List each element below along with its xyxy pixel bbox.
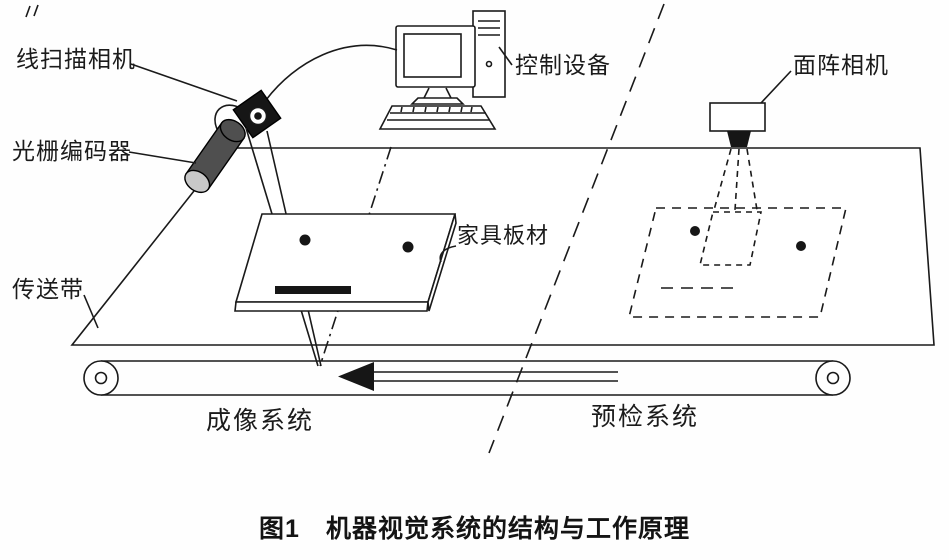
- label-preinspection-system: 预检系统: [591, 404, 700, 431]
- area-camera-lens: [727, 131, 751, 147]
- dashed-board-dot-1: [690, 226, 700, 236]
- belt-direction-arrow-icon: [338, 362, 618, 391]
- computer-tower: [472, 10, 506, 98]
- control-computer: [378, 10, 506, 130]
- label-imaging-system: 成像系统: [206, 408, 315, 435]
- area-camera-body: [709, 102, 766, 132]
- furniture-board-left: [234, 213, 457, 312]
- monitor-stand-left: [423, 87, 430, 99]
- dashed-board-dot-2: [796, 241, 806, 251]
- keyboard-keys: [400, 106, 473, 113]
- camera-lens-center: [254, 112, 262, 120]
- encoder-cap-bottom: [184, 169, 211, 194]
- leader-area-camera: [760, 70, 792, 104]
- leader-conveyor-belt: [83, 294, 99, 329]
- label-area-camera: 面阵相机: [793, 53, 889, 78]
- board-front-edge: [234, 301, 429, 312]
- label-furniture-board: 家具板材: [457, 223, 550, 248]
- label-control-device: 控制设备: [515, 53, 611, 78]
- leader-control-device: [498, 46, 513, 66]
- label-line-scan-camera: 线扫描相机: [16, 47, 136, 72]
- monitor-stand-right: [445, 87, 452, 99]
- label-conveyor-belt: 传送带: [12, 277, 84, 302]
- stray-mark-strokes: [25, 4, 39, 18]
- board-side-edge: [427, 213, 457, 312]
- right-roller-hub: [826, 371, 840, 385]
- arrow-head: [338, 362, 374, 391]
- leader-grating-encoder: [128, 151, 197, 164]
- board-knot-dot-2: [402, 241, 414, 253]
- tower-button: [485, 60, 493, 68]
- stray-mark: [25, 4, 39, 18]
- label-grating-encoder: 光栅编码器: [12, 139, 132, 164]
- figure-caption: 图1 机器视觉系统的结构与工作原理: [259, 515, 690, 543]
- monitor-screen: [403, 33, 462, 78]
- board-defect-bar: [275, 286, 351, 294]
- left-roller-hub: [94, 371, 108, 385]
- optical-axis-dashdot-line: [319, 146, 392, 367]
- camera-view-region-dashed: [698, 211, 762, 266]
- leader-lines: [83, 46, 792, 329]
- keyboard: [378, 105, 497, 130]
- belt-band: [83, 360, 851, 396]
- area-array-camera: [709, 102, 766, 211]
- leader-line-scan-camera: [130, 63, 238, 102]
- zone-divider-dashed-line: [488, 3, 665, 454]
- furniture-board-right-dashed: [627, 207, 848, 318]
- dashed-board-outline: [627, 207, 848, 318]
- encoder-cap-top: [219, 118, 246, 143]
- grating-encoder-device: [184, 118, 246, 194]
- leader-furniture-board: [439, 245, 457, 263]
- monitor-base: [410, 97, 465, 105]
- camera-to-computer-cable: [265, 44, 398, 101]
- board-knot-dot-1: [299, 234, 311, 246]
